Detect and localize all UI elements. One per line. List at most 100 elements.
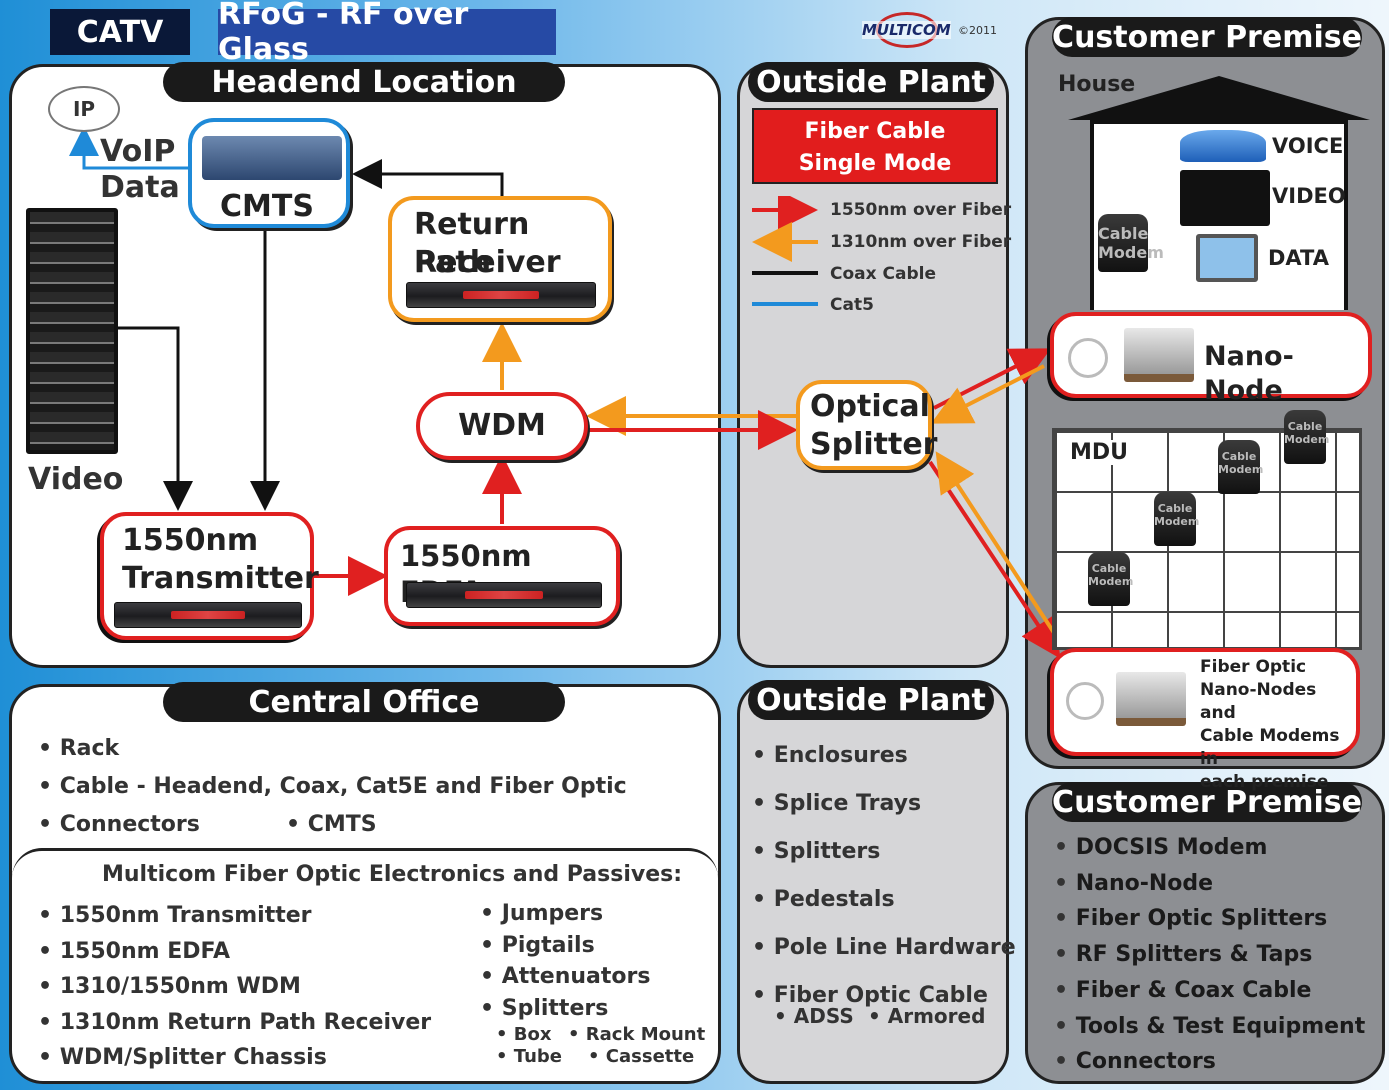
- op-item-pedestals: Pedestals: [752, 876, 1016, 924]
- co-item-cmts: CMTS: [286, 806, 377, 844]
- cable-type-adss: ADSS: [774, 1004, 854, 1028]
- fiber-splitter-to-mdu: [928, 460, 1061, 659]
- outside-plant-bottom-header: Outside Plant: [748, 680, 994, 720]
- fiber-cable-label-2: Single Mode: [798, 151, 952, 176]
- wdm-box: WDM: [416, 392, 588, 460]
- cable-type-adss-item: ADSS: [774, 1004, 854, 1028]
- mc-item-receiver: 1310nm Return Path Receiver: [38, 1005, 431, 1041]
- wdm-label: WDM: [458, 408, 546, 444]
- cp-item-fos: Fiber Optic Splitters: [1054, 901, 1365, 937]
- headend-header: Headend Location: [163, 62, 565, 102]
- multicom-left-list: 1550nm Transmitter 1550nm EDFA 1310/1550…: [38, 898, 431, 1076]
- coax-video-to-tx: [112, 326, 193, 511]
- central-office-header: Central Office: [163, 682, 565, 722]
- return-path-device-icon: [406, 282, 596, 308]
- video-out-label: VIDEO: [1272, 184, 1346, 208]
- ip-label: IP: [72, 97, 96, 121]
- video-label: Video: [28, 462, 124, 497]
- mc-item-pigtails: Pigtails: [480, 930, 650, 962]
- ip-cloud-icon: IP: [48, 86, 120, 132]
- cmts-box: CMTS: [188, 118, 350, 228]
- nano-node-label: Nano-Node: [1204, 341, 1294, 406]
- legend-1550-label: 1550nm over Fiber: [830, 200, 1012, 220]
- return-path-label-2: Receiver: [414, 245, 561, 280]
- co-item-connectors: Connectors: [38, 806, 627, 844]
- data-out-label: DATA: [1268, 246, 1330, 270]
- mdu-node-box: Fiber Optic Nano-Nodes and Cable Modems …: [1050, 648, 1360, 792]
- legend-1310-label: 1310nm over Fiber: [830, 232, 1012, 252]
- multicom-logo: MULTICOM ©2011: [858, 12, 1008, 52]
- splitter-label-2: Splitter: [810, 426, 938, 462]
- cmts-label: CMTS: [220, 189, 314, 224]
- cat5-ip-line: [69, 126, 190, 170]
- mc-item-wdm: 1310/1550nm WDM: [38, 969, 431, 1005]
- fiber-splitter-to-nano: [933, 348, 1052, 410]
- voip-label: VoIP: [100, 134, 176, 169]
- nano-node-device-icon: [1124, 328, 1194, 382]
- cp-item-docsis: DOCSIS Modem: [1054, 830, 1365, 866]
- splitter-types-2: Rack Mount Cassette: [568, 1024, 705, 1068]
- mc-item-edfa: 1550nm EDFA: [38, 934, 431, 970]
- splitter-type-rack: Rack Mount: [568, 1024, 705, 1046]
- outside-plant-top-header: Outside Plant: [748, 62, 994, 102]
- edfa-device-icon: [406, 582, 602, 608]
- customer-premise-list: DOCSIS Modem Nano-Node Fiber Optic Split…: [1054, 830, 1365, 1080]
- multicom-right-list: Jumpers Pigtails Attenuators Splitters: [480, 898, 651, 1024]
- splitter-types-1: Box Tube: [496, 1024, 562, 1068]
- multicom-subpanel: [12, 848, 718, 1080]
- splitter-type-tube: Tube: [496, 1046, 562, 1068]
- rack-icon: [26, 208, 118, 454]
- data-label: Data: [100, 170, 180, 205]
- splitter-type-box: Box: [496, 1024, 562, 1046]
- mc-item-attenuators: Attenuators: [480, 961, 651, 993]
- mc-item-transmitter: 1550nm Transmitter: [38, 898, 431, 934]
- transmitter-label-1: 1550nm: [122, 523, 259, 558]
- mdu-grid: [1052, 428, 1362, 650]
- transmitter-label-2: Transmitter: [122, 561, 319, 596]
- house-label: House: [1058, 72, 1136, 97]
- customer-premise-top-header: Customer Premise: [1052, 17, 1362, 57]
- cmts-device-icon: [202, 136, 342, 180]
- edfa-box: 1550nm EDFA: [384, 526, 620, 626]
- central-office-cmts: CMTS: [286, 806, 377, 844]
- multicom-subtitle: Multicom Fiber Optic Electronics and Pas…: [102, 862, 683, 887]
- fiber-loop-icon: [1068, 338, 1108, 378]
- transmitter-box: 1550nm Transmitter: [100, 512, 319, 640]
- optical-splitter-box: Optical Splitter: [796, 380, 938, 470]
- mc-item-jumpers: Jumpers: [480, 898, 650, 930]
- fiber-cable-label-1: Fiber Cable: [804, 119, 946, 144]
- op-item-splitters: Splitters: [752, 828, 1016, 876]
- splitter-label-1: Optical: [810, 389, 930, 424]
- legend-swatches: [752, 196, 818, 306]
- outside-plant-list: Enclosures Splice Trays Splitters Pedest…: [752, 732, 1016, 1020]
- co-item-cable: Cable - Headend, Coax, Cat5E and Fiber O…: [38, 768, 627, 806]
- fiber-mdu-to-splitter: [935, 451, 1062, 644]
- tv-icon: [1180, 170, 1270, 226]
- cp-item-rf: RF Splitters & Taps: [1054, 937, 1365, 973]
- phone-icon: [1180, 130, 1266, 162]
- cp-item-cable: Fiber & Coax Cable: [1054, 973, 1365, 1009]
- mdu-node-device-icon: [1116, 672, 1186, 726]
- mc-item-chassis: WDM/Splitter Chassis: [38, 1040, 431, 1076]
- catv-tag: CATV: [50, 9, 190, 55]
- op-item-pole: Pole Line Hardware: [752, 924, 1016, 972]
- cp-item-nano: Nano-Node: [1054, 866, 1365, 902]
- return-path-label-1: Return Path: [414, 207, 530, 280]
- nano-node-box: Nano-Node: [1050, 312, 1372, 406]
- logo-year: ©2011: [958, 24, 997, 37]
- cable-type-armored-item: Armored: [868, 1004, 986, 1028]
- op-item-enclosures: Enclosures: [752, 732, 1016, 780]
- op-item-splice: Splice Trays: [752, 780, 1016, 828]
- customer-premise-bottom-header: Customer Premise: [1052, 782, 1362, 822]
- computer-icon: [1196, 234, 1258, 282]
- fiber-cable-box: Fiber Cable Single Mode: [752, 108, 998, 184]
- legend-coax-label: Coax Cable: [830, 264, 936, 284]
- coax-return-to-cmts: [352, 159, 504, 196]
- legend-cat5-label: Cat5: [830, 295, 874, 315]
- transmitter-device-icon: [114, 602, 302, 628]
